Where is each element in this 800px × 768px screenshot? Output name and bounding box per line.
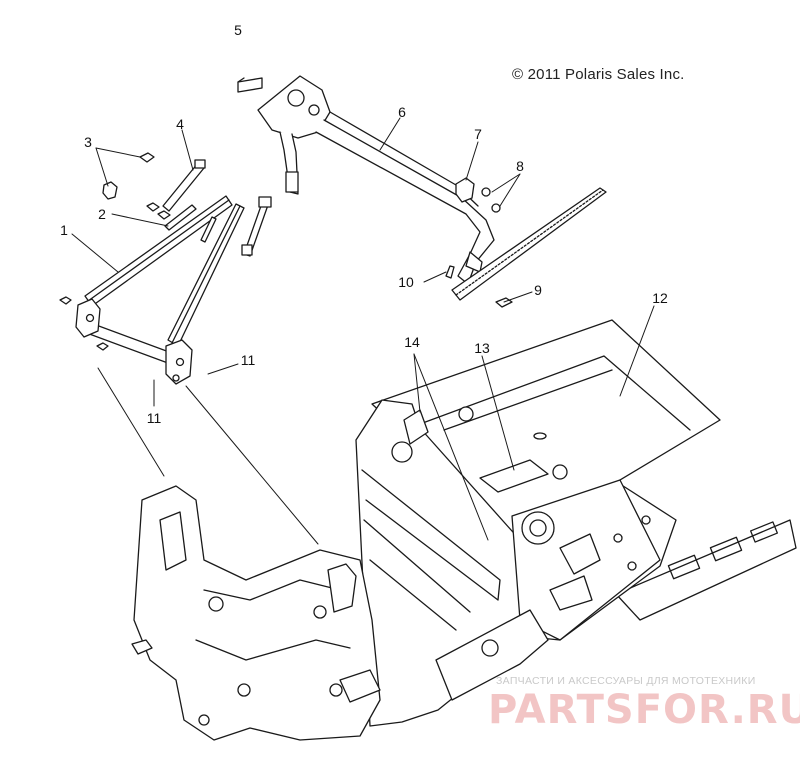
part-5-block <box>237 77 263 93</box>
callout-10: 10 <box>398 274 414 290</box>
callout-1: 1 <box>60 222 68 238</box>
chassis-frame <box>355 399 677 727</box>
callout-11a: 11 <box>240 352 256 368</box>
part-2-rod <box>164 204 217 243</box>
callout-3: 3 <box>84 134 92 150</box>
callout-2: 2 <box>98 206 106 222</box>
part-1-steering-post-support <box>59 195 245 385</box>
callout-7: 7 <box>474 126 482 142</box>
slide-rail <box>451 187 607 301</box>
part-6-steering-hoop <box>257 75 495 285</box>
callout-11b: 11 <box>146 410 162 426</box>
leader-lines <box>71 117 655 545</box>
callout-4: 4 <box>176 116 184 132</box>
callout-8: 8 <box>516 158 524 174</box>
callout-6: 6 <box>398 104 406 120</box>
callout-13: 13 <box>474 340 490 356</box>
part-8-nuts <box>481 187 501 213</box>
callout-14: 14 <box>404 334 420 350</box>
watermark-logo: PARTSFOR.RU <box>488 687 800 733</box>
front-bulkhead <box>131 485 381 741</box>
callout-9: 9 <box>534 282 542 298</box>
part-7-bracket <box>455 177 475 203</box>
part-9-rail-clip <box>495 297 513 308</box>
watermark-subtitle: ЗАПЧАСТИ И АКСЕССУАРЫ ДЛЯ МОТОТЕХНИКИ <box>496 675 756 687</box>
callout-12: 12 <box>652 290 668 306</box>
part-4-link-rods <box>162 159 272 257</box>
callout-5: 5 <box>234 22 242 38</box>
rear-rail <box>615 519 797 621</box>
part-3-bolts <box>102 152 171 220</box>
copyright-notice: © 2011 Polaris Sales Inc. <box>512 66 685 83</box>
part-10-screw <box>445 265 455 279</box>
